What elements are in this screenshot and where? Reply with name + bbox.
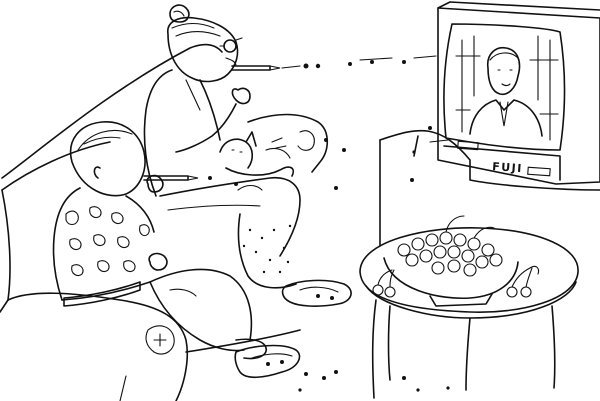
grandfather (52, 121, 301, 379)
flying-seeds (208, 55, 450, 392)
television: FUJI (379, 1, 600, 251)
side-table (359, 215, 579, 399)
loose-cherries (372, 265, 540, 298)
skirt-pattern (242, 224, 292, 274)
pet-on-lap (219, 131, 295, 191)
tv-brand-label: FUJI (492, 160, 523, 175)
tv-presenter (455, 35, 559, 141)
shirt-pattern (65, 206, 150, 277)
sofa (0, 43, 329, 401)
cherry-pile (397, 215, 503, 277)
grandmother (143, 4, 352, 307)
